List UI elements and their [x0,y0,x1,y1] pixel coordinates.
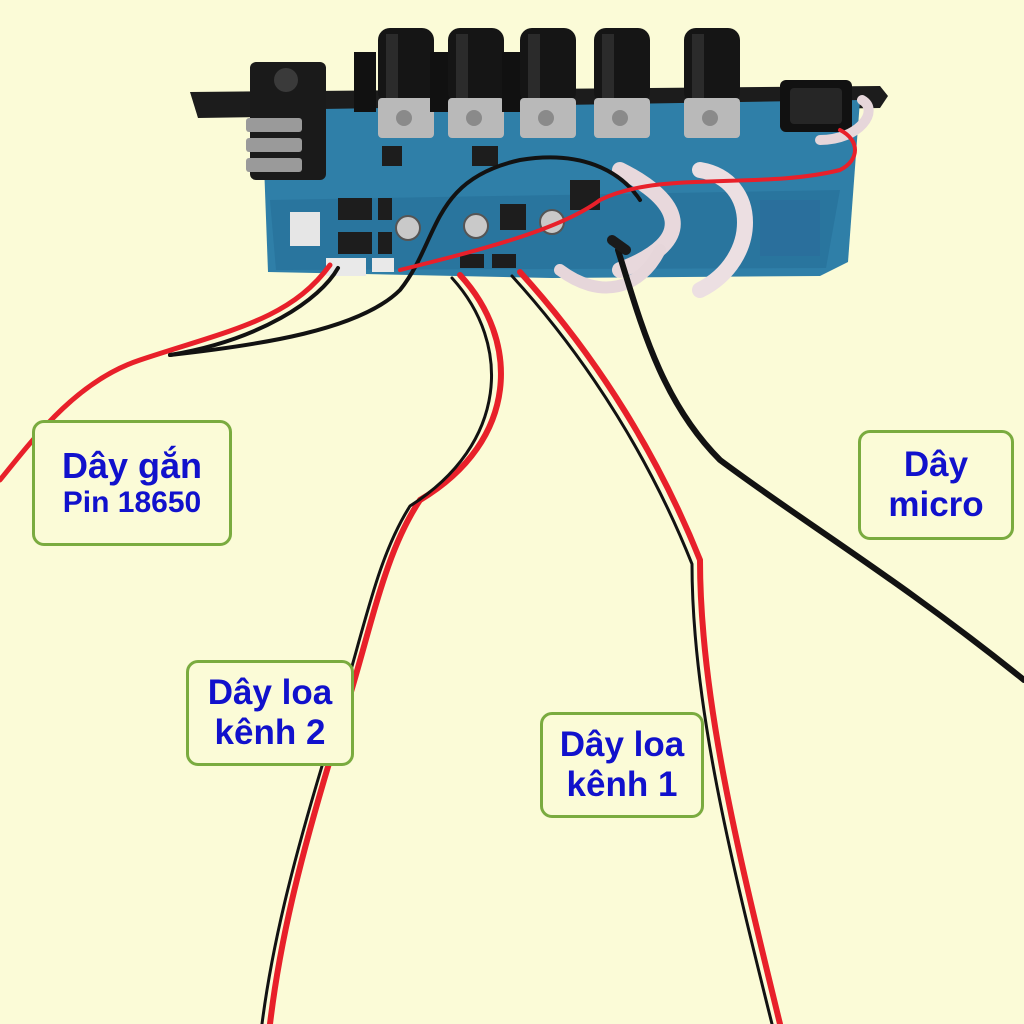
microphone-wire [615,247,1024,683]
knob-2 [430,28,504,138]
battery-wire-black-loop [168,155,642,357]
battery-wire-black [168,266,340,357]
power-switch [780,80,852,132]
speaker-ch1-wire-red [517,269,783,1024]
label-speaker-channel-1: Dây loa kênh 1 [540,712,704,818]
label-speaker-channel-2: Dây loa kênh 2 [186,660,354,766]
label-microphone-wire: Dây micro [858,430,1014,540]
ribbon-cables [554,95,874,298]
label-battery-line2: Pin 18650 [62,486,202,520]
red-wire-loop [398,128,857,272]
label-mic-line2: micro [888,485,984,524]
label-ch2-line2: kênh 2 [214,713,326,752]
label-mic-line1: Dây [903,444,969,484]
audio-jack [246,62,326,180]
speaker-ch2-wire-black [260,276,493,1024]
label-battery-line1: Dây gắn [61,445,203,487]
knob-3 [502,28,576,138]
label-ch1-line2: kênh 1 [566,765,678,804]
speaker-ch1-wire-black [510,274,774,1024]
label-ch2-line1: Dây loa [207,672,333,712]
speaker-ch2-wire-red [267,272,504,1024]
knob-4 [594,28,650,138]
label-ch1-line1: Dây loa [559,724,685,764]
knob-1 [354,28,434,138]
knob-5 [684,28,740,138]
label-battery-wire: Dây gắn Pin 18650 [32,420,232,546]
